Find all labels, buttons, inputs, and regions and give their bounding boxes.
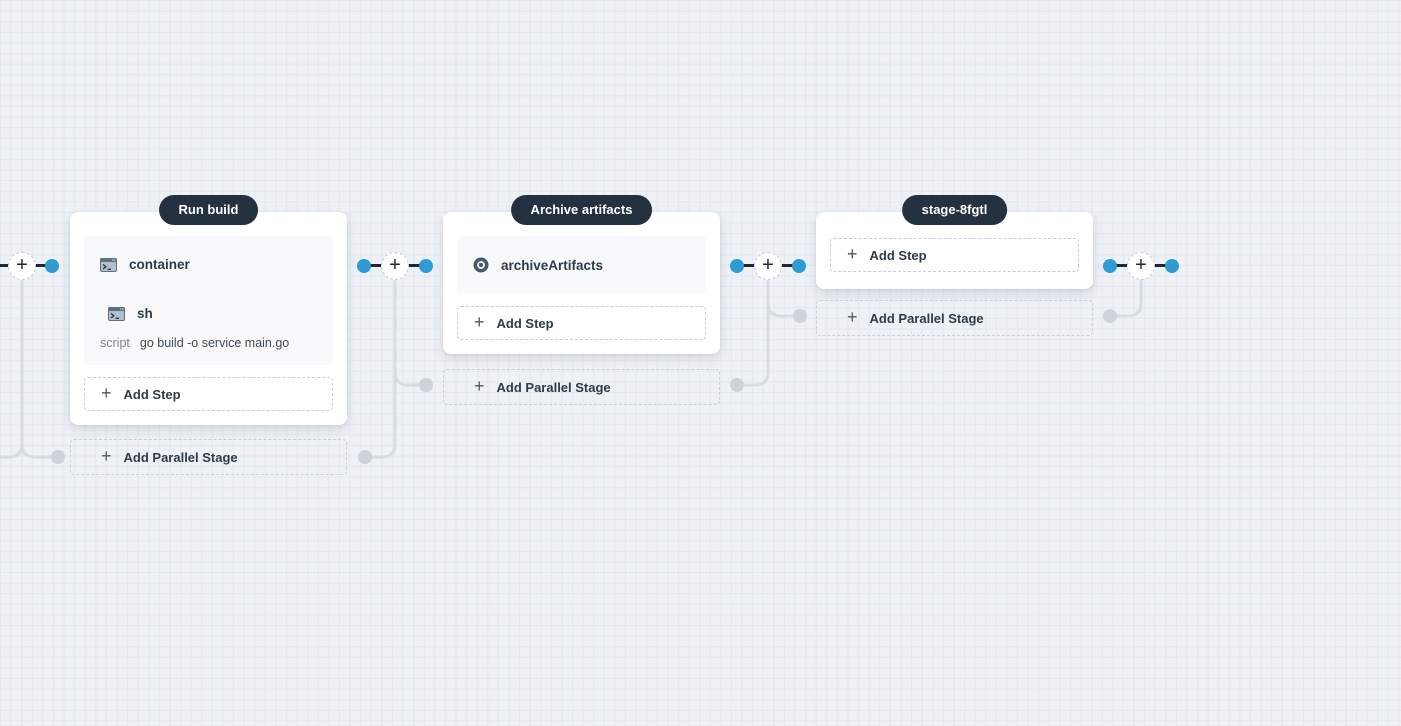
step-label: container xyxy=(129,257,190,272)
plus-icon: + xyxy=(389,254,401,276)
plus-icon: + xyxy=(474,312,485,332)
stage-card: archiveArtifacts + Add Step xyxy=(443,212,720,354)
connector-endpoint xyxy=(45,259,59,273)
add-parallel-stage-label: Add Parallel Stage xyxy=(869,310,984,326)
connector-endpoint xyxy=(1165,259,1179,273)
plus-icon: + xyxy=(101,446,112,466)
add-parallel-stage-button[interactable]: + Add Parallel Stage xyxy=(443,369,720,405)
add-stage-button[interactable]: + xyxy=(381,252,409,280)
plus-icon: + xyxy=(16,254,28,276)
branch-endpoint xyxy=(730,378,744,392)
add-parallel-stage-button[interactable]: + Add Parallel Stage xyxy=(70,439,347,475)
plus-icon: + xyxy=(847,307,858,327)
stage-name-pill[interactable]: Archive artifacts xyxy=(510,195,653,225)
step-container[interactable]: container xyxy=(100,257,317,272)
stage-name-pill[interactable]: Run build xyxy=(158,195,259,225)
branch-endpoint xyxy=(793,309,807,323)
add-step-label: Add Step xyxy=(496,315,554,331)
steps-area: archiveArtifacts xyxy=(457,236,706,294)
archive-icon xyxy=(473,257,489,273)
add-parallel-stage-label: Add Parallel Stage xyxy=(123,449,238,465)
branch-endpoint xyxy=(358,450,372,464)
branch-endpoint xyxy=(419,378,433,392)
stage-card: container sh script xyxy=(70,212,347,425)
plus-icon: + xyxy=(847,244,858,264)
connector-endpoint xyxy=(792,259,806,273)
plus-icon: + xyxy=(474,376,485,396)
stage-run-build: Run build container xyxy=(70,195,347,475)
plus-icon: + xyxy=(762,254,774,276)
add-stage-button[interactable]: + xyxy=(754,252,782,280)
script-key: script xyxy=(100,336,130,350)
add-step-label: Add Step xyxy=(869,247,927,263)
stage-name-pill[interactable]: stage-8fgtl xyxy=(901,195,1008,225)
add-stage-button[interactable]: + xyxy=(1127,252,1155,280)
plus-icon: + xyxy=(1135,254,1147,276)
step-label: sh xyxy=(137,306,153,321)
connector-endpoint xyxy=(1103,259,1117,273)
add-parallel-stage-button[interactable]: + Add Parallel Stage xyxy=(816,300,1093,336)
stage-8fgtl: stage-8fgtl + Add Step + Add Parallel St… xyxy=(816,195,1093,336)
branch-endpoint xyxy=(51,450,65,464)
step-script-detail: script go build -o service main.go xyxy=(100,336,317,350)
terminal-icon xyxy=(108,306,125,321)
add-step-button[interactable]: + Add Step xyxy=(84,377,333,411)
add-step-button[interactable]: + Add Step xyxy=(830,238,1079,272)
step-sh[interactable]: sh xyxy=(108,306,317,321)
add-step-label: Add Step xyxy=(123,386,181,402)
stage-archive-artifacts: Archive artifacts archiveArtifacts + xyxy=(443,195,720,405)
connector-endpoint xyxy=(357,259,371,273)
step-label: archiveArtifacts xyxy=(501,257,604,273)
terminal-icon xyxy=(100,257,117,272)
connector-endpoint xyxy=(730,259,744,273)
stage-card: + Add Step xyxy=(816,212,1093,289)
connector-endpoint xyxy=(419,259,433,273)
add-stage-button[interactable]: + xyxy=(8,252,36,280)
add-parallel-stage-label: Add Parallel Stage xyxy=(496,379,611,395)
branch-endpoint xyxy=(1103,309,1117,323)
plus-icon: + xyxy=(101,383,112,403)
add-step-button[interactable]: + Add Step xyxy=(457,306,706,340)
step-archive-artifacts[interactable]: archiveArtifacts xyxy=(473,257,690,273)
steps-area: container sh script xyxy=(84,236,333,365)
script-value: go build -o service main.go xyxy=(139,336,290,350)
